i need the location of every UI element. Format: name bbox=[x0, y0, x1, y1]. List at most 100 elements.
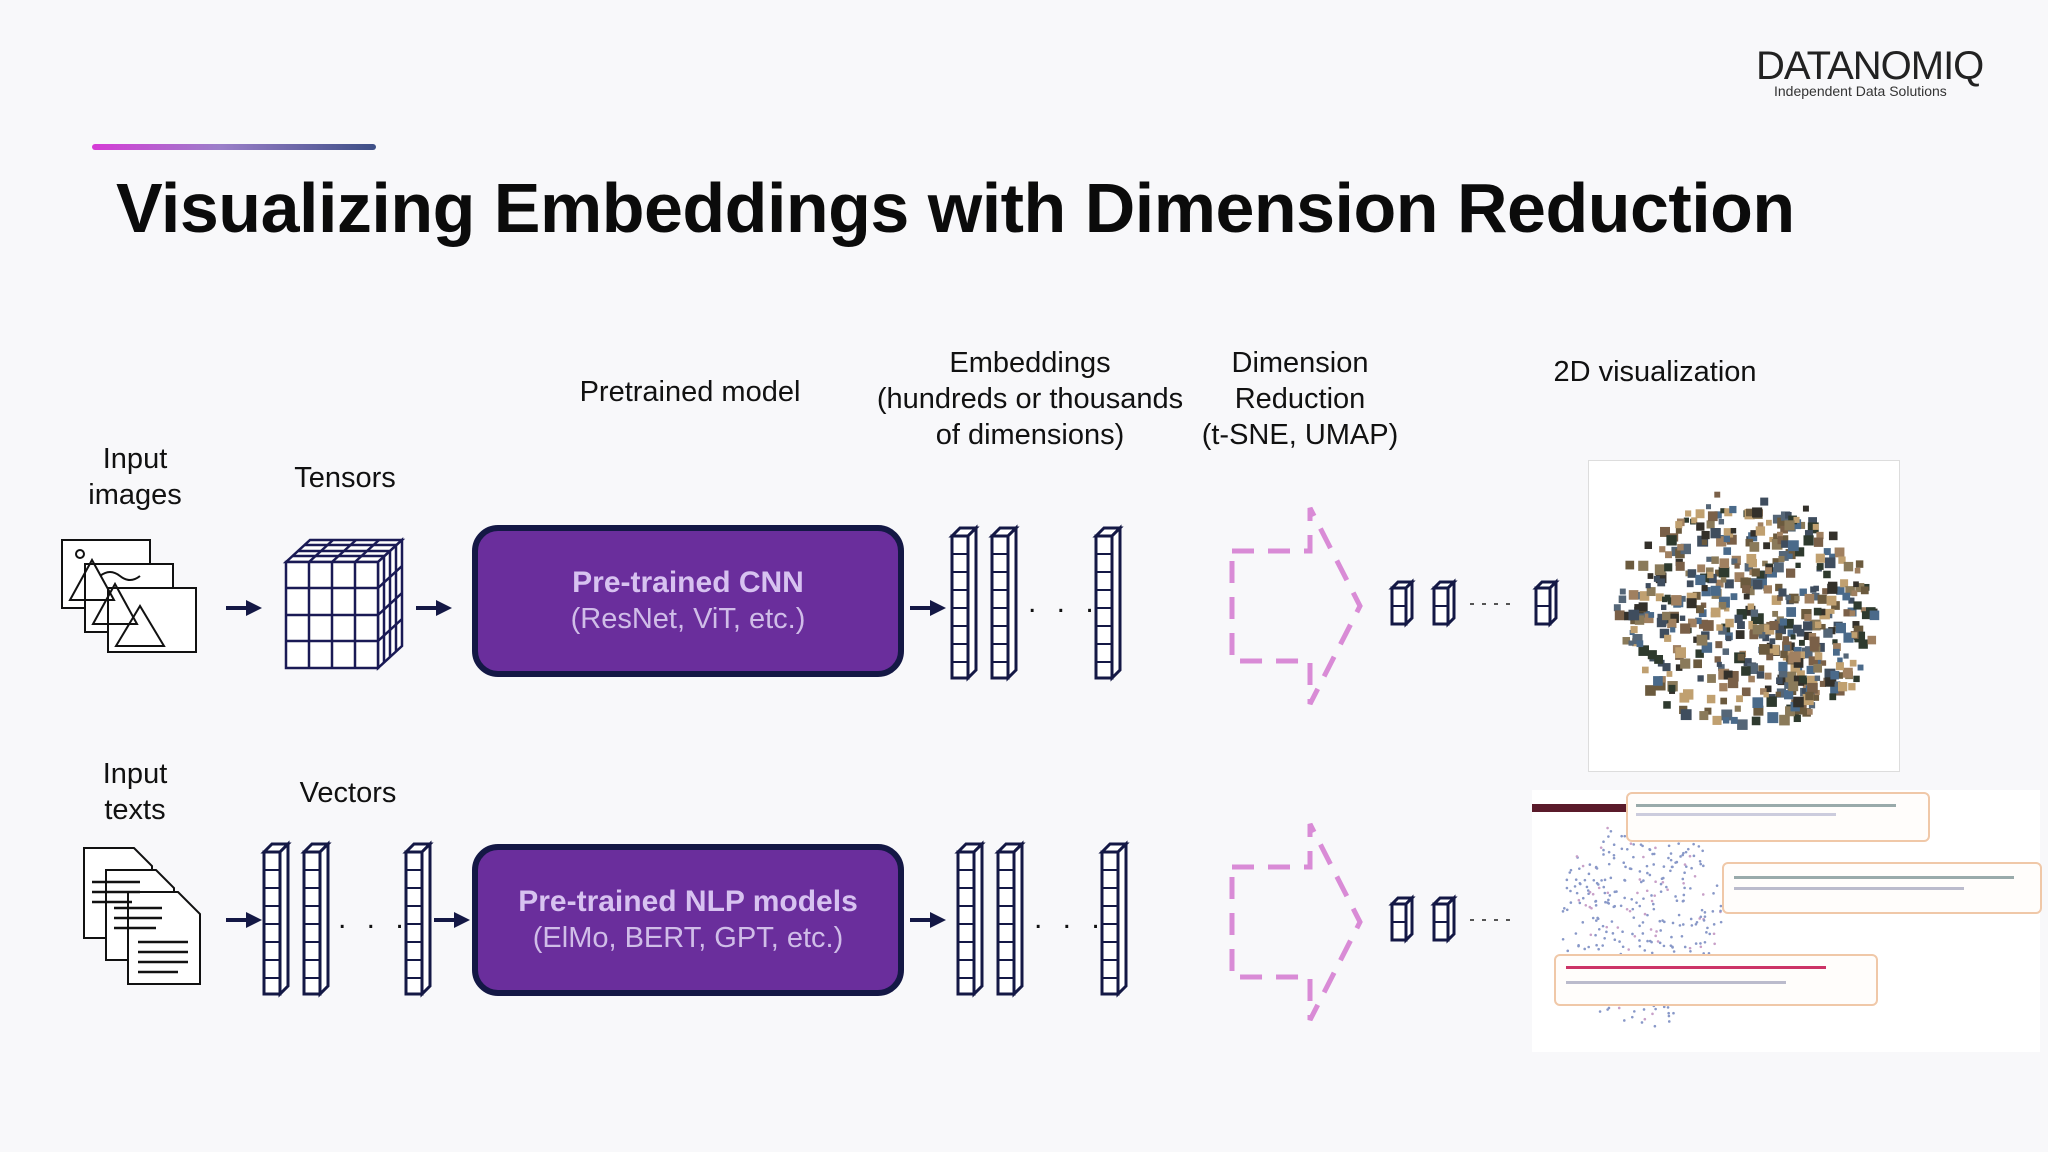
thumbnail-point bbox=[1804, 530, 1814, 539]
thumbnail-point bbox=[1788, 515, 1797, 525]
thumbnail-point bbox=[1725, 635, 1732, 642]
thumbnail-point bbox=[1799, 588, 1807, 596]
header-dimred-line2: Reduction bbox=[1234, 383, 1366, 415]
thumbnail-point bbox=[1766, 653, 1774, 661]
thumbnail-point bbox=[1858, 639, 1868, 649]
thumbnail-point bbox=[1771, 595, 1782, 605]
thumbnail-point bbox=[1723, 528, 1734, 538]
text-point bbox=[1699, 915, 1703, 919]
thumbnail-point bbox=[1683, 517, 1689, 523]
thumbnail-point bbox=[1664, 594, 1671, 601]
thumbnail-point bbox=[1750, 530, 1757, 537]
text-point bbox=[1631, 907, 1635, 911]
thumbnail-point bbox=[1810, 586, 1817, 593]
text-point bbox=[1686, 847, 1690, 851]
text-point bbox=[1604, 900, 1607, 904]
text-point bbox=[1689, 950, 1692, 953]
thumbnail-point bbox=[1759, 623, 1769, 633]
text-point bbox=[1623, 1019, 1626, 1022]
thumbnail-point bbox=[1677, 544, 1684, 551]
header-dimred-line3: (t-SNE, UMAP) bbox=[1201, 419, 1399, 451]
text-point bbox=[1701, 893, 1705, 896]
thumbnail-point bbox=[1803, 621, 1813, 631]
thumbnail-point bbox=[1764, 672, 1772, 680]
thumbnail-point bbox=[1785, 671, 1797, 683]
text-point bbox=[1596, 916, 1599, 920]
text-point bbox=[1609, 876, 1613, 880]
text-point bbox=[1631, 932, 1634, 936]
text-point bbox=[1566, 949, 1570, 953]
text-point bbox=[1650, 951, 1654, 955]
text-point bbox=[1651, 1012, 1654, 1016]
thumbnail-point bbox=[1843, 632, 1854, 643]
text-point bbox=[1603, 891, 1607, 895]
text-point bbox=[1607, 898, 1610, 902]
thumbnail-point bbox=[1817, 594, 1827, 604]
thumbnail-point bbox=[1647, 650, 1657, 660]
thumbnail-point bbox=[1780, 525, 1788, 534]
text-point bbox=[1635, 901, 1638, 904]
text-point bbox=[1692, 854, 1696, 858]
thumbnail-point bbox=[1752, 507, 1763, 518]
thumbnail-point bbox=[1638, 602, 1648, 612]
thumbnail-point bbox=[1781, 540, 1789, 548]
embedding-vector-icon bbox=[954, 840, 986, 998]
thumbnail-point bbox=[1853, 581, 1859, 588]
text-point bbox=[1654, 934, 1657, 938]
thumbnail-point bbox=[1784, 682, 1791, 689]
nlp-subtitle: (ElMo, BERT, GPT, etc.) bbox=[532, 922, 844, 954]
text-point bbox=[1659, 882, 1663, 886]
thumbnail-point bbox=[1778, 661, 1788, 672]
input-images-label: Input images bbox=[60, 441, 210, 513]
thumbnail-point bbox=[1679, 615, 1686, 621]
thumbnail-point bbox=[1745, 508, 1754, 517]
thumbnail-point bbox=[1741, 666, 1751, 676]
thumbnail-point bbox=[1695, 509, 1705, 519]
thumbnail-point bbox=[1679, 595, 1686, 602]
thumbnail-point bbox=[1718, 602, 1727, 610]
text-point bbox=[1697, 845, 1701, 848]
text-point bbox=[1688, 854, 1692, 858]
dashed-arrow-icon bbox=[1229, 822, 1363, 1022]
thumbnail-point bbox=[1848, 683, 1856, 691]
text-point bbox=[1689, 917, 1693, 921]
thumbnail-point bbox=[1660, 526, 1670, 537]
thumbnail-point bbox=[1771, 539, 1783, 550]
text-point bbox=[1641, 921, 1645, 924]
thumbnail-point bbox=[1691, 517, 1698, 524]
text-point bbox=[1622, 861, 1626, 865]
thumbnail-point bbox=[1857, 664, 1864, 671]
thumbnail-point bbox=[1801, 688, 1808, 694]
thumbnail-point bbox=[1795, 547, 1805, 557]
thumbnail-point bbox=[1734, 572, 1745, 583]
thumbnail-point bbox=[1793, 624, 1802, 634]
text-point bbox=[1592, 878, 1596, 882]
thumbnail-point bbox=[1659, 628, 1670, 639]
thumbnail-point bbox=[1723, 547, 1732, 555]
text-point bbox=[1602, 840, 1605, 844]
thumbnail-point bbox=[1809, 636, 1820, 647]
thumbnail-point bbox=[1706, 520, 1715, 529]
thumbnail-point bbox=[1664, 563, 1673, 572]
thumbnail-point bbox=[1716, 624, 1723, 631]
thumbnail-point bbox=[1669, 613, 1679, 623]
image-stack-icon bbox=[61, 539, 197, 653]
thumbnail-point bbox=[1788, 593, 1799, 604]
text-point bbox=[1708, 932, 1712, 936]
thumbnail-point bbox=[1748, 558, 1757, 568]
thumbnail-point bbox=[1714, 511, 1722, 519]
thumbnail-point bbox=[1785, 706, 1796, 717]
text-point bbox=[1602, 853, 1605, 856]
text-point bbox=[1613, 938, 1617, 942]
thumbnail-point bbox=[1748, 620, 1757, 630]
text-point bbox=[1627, 948, 1631, 951]
text-point bbox=[1633, 934, 1637, 938]
thumbnail-point bbox=[1722, 648, 1730, 655]
thumbnail-point bbox=[1762, 560, 1768, 567]
thumbnail-point bbox=[1775, 691, 1781, 697]
text-point bbox=[1649, 928, 1653, 931]
thumbnail-point bbox=[1701, 587, 1711, 597]
text-point bbox=[1618, 940, 1621, 943]
text-point bbox=[1619, 904, 1623, 908]
text-point bbox=[1598, 1010, 1602, 1013]
